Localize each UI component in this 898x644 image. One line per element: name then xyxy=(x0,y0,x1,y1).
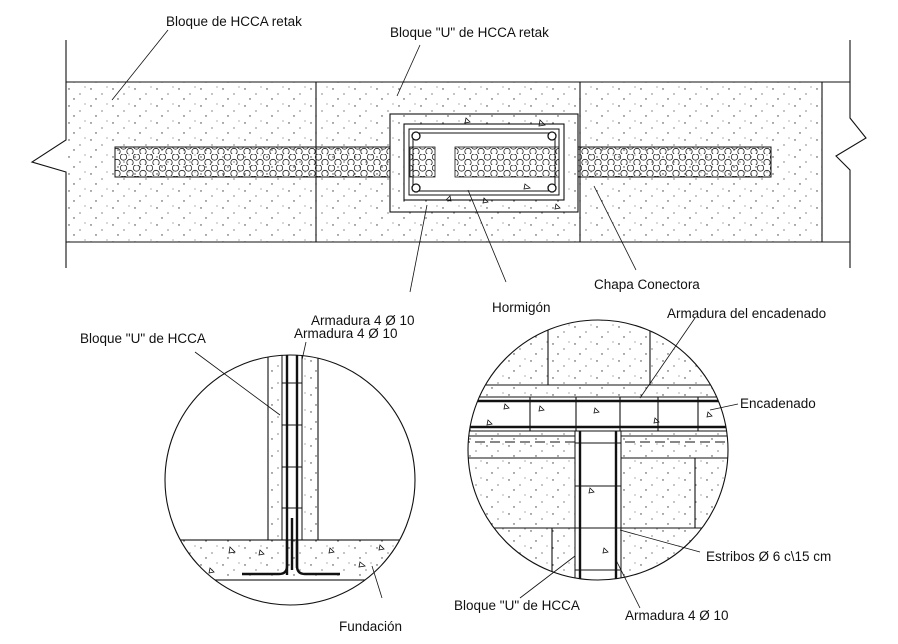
detail-circle-right xyxy=(467,319,729,581)
label-bloque-hcca-retak: Bloque de HCCA retak xyxy=(166,14,302,29)
label-fundacion: Fundación xyxy=(339,619,402,634)
label-chapa-conectora: Chapa Conectora xyxy=(594,277,700,292)
detail-wall-foundation: Bloque "U" de HCCA Armadura 4 Ø 10 Armad… xyxy=(80,313,416,634)
label-armadura-2: Armadura 4 Ø 10 xyxy=(294,326,398,341)
break-line-right xyxy=(835,40,867,268)
aggregate-marks xyxy=(208,544,385,574)
connector-strip-left xyxy=(114,146,436,178)
plan-view: Bloque de HCCA retak Bloque "U" de HCCA … xyxy=(30,14,867,315)
u-block-core xyxy=(281,355,303,541)
detail-encadenado: Armadura del encadenado Encadenado Estri… xyxy=(454,306,831,623)
break-line-left xyxy=(30,40,67,268)
rebar-hook xyxy=(242,540,289,576)
u-column xyxy=(574,430,622,580)
label-encadenado: Encadenado xyxy=(740,396,816,411)
label-armadura-3: Armadura 4 Ø 10 xyxy=(625,608,729,623)
leader-fundacion xyxy=(371,565,383,599)
rebar-section xyxy=(547,183,557,193)
leader-chapa xyxy=(593,185,637,271)
rebar-section xyxy=(411,183,421,193)
leader-hormigon-2 xyxy=(467,189,507,283)
leader-bloque-hcca xyxy=(111,29,169,101)
leader-bloque-u xyxy=(396,44,421,97)
connector-strip-core xyxy=(409,146,436,178)
label-bloque-u-hcca-left: Bloque "U" de HCCA xyxy=(80,331,206,346)
label-hormigon: Hormigón xyxy=(492,300,551,315)
leader-armadura-encadenado xyxy=(639,317,696,399)
connector-strip-core xyxy=(454,146,560,178)
label-estribos: Estribos Ø 6 c\15 cm xyxy=(706,549,831,564)
leader-hormigon xyxy=(409,204,428,293)
leader-armadura-3 xyxy=(615,559,641,609)
label-bloque-u-hcca-right: Bloque "U" de HCCA xyxy=(454,598,580,613)
label-bloque-u-hcca-retak: Bloque "U" de HCCA retak xyxy=(390,25,549,40)
rebar-section xyxy=(411,131,421,141)
leader-armadura-1 xyxy=(301,341,307,361)
label-armadura-encadenado: Armadura del encadenado xyxy=(667,306,826,321)
detail-circle-left xyxy=(164,354,416,606)
leader-encadenado xyxy=(709,403,739,411)
leader-bloque-u-left xyxy=(194,351,281,416)
rebar-hook xyxy=(295,540,340,576)
rebar-section xyxy=(547,131,557,141)
leader-bloque-u-right xyxy=(519,555,576,599)
label-armadura-1: Armadura 4 Ø 10 xyxy=(311,313,415,328)
leader-estribos xyxy=(619,529,701,553)
aggregate-marks xyxy=(486,403,713,554)
aggregate-marks xyxy=(445,117,561,210)
